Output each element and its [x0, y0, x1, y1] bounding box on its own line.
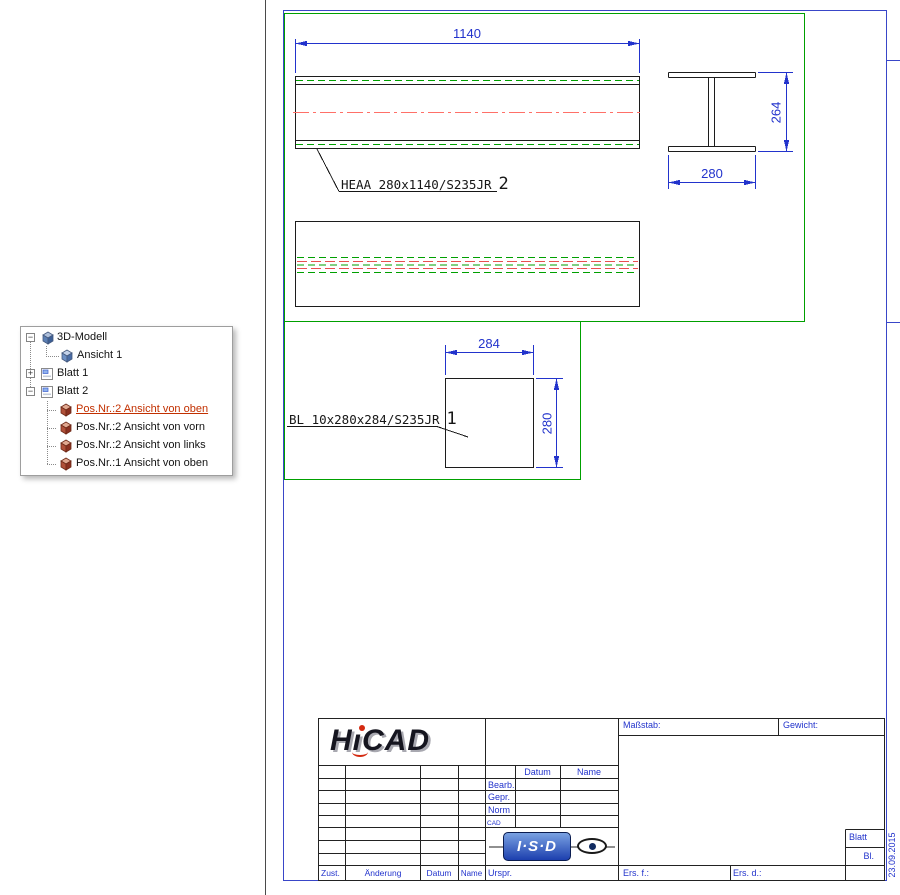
sheet-icon — [40, 385, 54, 399]
zust-label: Zust. — [321, 868, 340, 878]
tree-connector — [47, 446, 56, 447]
tree-connector — [30, 342, 31, 387]
plate-label-leader — [287, 426, 469, 438]
expander-plus[interactable]: + — [26, 368, 35, 378]
model-3d-icon — [40, 331, 54, 345]
tree-item-pos2-oben[interactable]: Pos.Nr.:2 Ansicht von oben — [21, 401, 232, 419]
expander-minus[interactable]: − — [26, 332, 35, 342]
tree-item-pos2-vorn[interactable]: Pos.Nr.:2 Ansicht von vorn — [21, 419, 232, 437]
isd-eye-icon — [577, 838, 607, 854]
arrow-right — [522, 349, 534, 356]
arrow-right — [744, 179, 756, 186]
arrow-left — [295, 40, 307, 47]
bl-label: Bl. — [863, 851, 874, 861]
viewport-plate[interactable] — [284, 321, 581, 480]
arrow-down — [783, 140, 790, 152]
hicad-logo: HıCAD — [330, 721, 480, 765]
tree-item-label[interactable]: Pos.Nr.:2 Ansicht von vorn — [76, 421, 206, 433]
tree-item-label[interactable]: 3D-Modell — [57, 331, 108, 343]
tree-item-label[interactable]: Ansicht 1 — [77, 349, 123, 361]
beam-pos-number: 2 — [498, 174, 509, 194]
arrow-down — [553, 456, 560, 468]
logo-letter-i: ı — [352, 724, 363, 757]
logo-red-dot-icon — [359, 725, 365, 731]
dim-284-lines — [445, 345, 534, 375]
tree-item-3d-modell[interactable]: − 3D-Modell — [21, 329, 232, 347]
tree-connector — [47, 428, 56, 429]
arrow-up — [783, 72, 790, 84]
datum-label: Datum — [426, 868, 452, 878]
dim-beam-length: 1140 — [453, 26, 481, 41]
urspr-label: Urspr. — [488, 868, 513, 878]
section-view — [668, 72, 756, 152]
plate-pos-number: 1 — [446, 409, 457, 429]
dim-264-lines — [758, 72, 793, 152]
arrow-left — [445, 349, 457, 356]
tree-connector — [47, 464, 56, 465]
plate-part-label: BL 10x280x284/S235JR 1 — [289, 409, 457, 429]
part-cube-icon — [58, 439, 72, 453]
part-cube-icon — [58, 403, 72, 417]
bearb-label: Bearb. — [488, 780, 515, 790]
isd-logo-box: I·S·D — [503, 832, 571, 861]
dim-1140-lines — [295, 39, 640, 73]
margin-date: 23.09.2015 — [887, 832, 897, 878]
beam-hidden-lines — [296, 80, 639, 145]
beam-part-label: HEAA 280x1140/S235JR 2 — [341, 174, 509, 194]
plate-view — [445, 378, 534, 468]
datum-header: Datum — [524, 767, 551, 777]
view-cube-icon — [59, 349, 73, 363]
name-label: Name — [460, 869, 483, 878]
ers-f-label: Ers. f.: — [623, 868, 650, 878]
beam-front-hidden-lines — [297, 257, 638, 273]
tree-item-pos2-links[interactable]: Pos.Nr.:2 Ansicht von links — [21, 437, 232, 455]
tree-item-blatt-1[interactable]: + Blatt 1 — [21, 365, 232, 383]
logo-red-swoosh-icon — [352, 747, 368, 757]
tree-connector — [47, 401, 48, 464]
blatt-label: Blatt — [849, 832, 868, 842]
part-cube-icon — [58, 421, 72, 435]
dim-280-section-lines — [668, 155, 756, 189]
titleblock-grid — [318, 718, 885, 881]
tree-item-label[interactable]: Blatt 2 — [57, 385, 89, 397]
tree-connector — [46, 346, 59, 357]
name-header: Name — [576, 767, 601, 777]
tree-item-ansicht-1[interactable]: Ansicht 1 — [21, 347, 232, 365]
dim-plate-width: 284 — [478, 336, 500, 351]
masstab-label: Maßstab: — [623, 720, 661, 730]
dim-plate-height: 280 — [539, 412, 555, 435]
arrow-left — [668, 179, 680, 186]
tree-connector — [47, 410, 56, 411]
tree-item-blatt-2[interactable]: − Blatt 2 — [21, 383, 232, 401]
aenderung-label: Änderung — [364, 868, 402, 878]
norm-label: Norm — [488, 805, 510, 815]
beam-front-view — [295, 221, 640, 307]
isd-logo: I·S·D — [489, 830, 615, 863]
dim-section-width: 280 — [701, 166, 723, 181]
tree-item-label[interactable]: Blatt 1 — [57, 367, 89, 379]
cad-label: CAD — [487, 820, 501, 827]
tree-item-pos1-oben[interactable]: Pos.Nr.:1 Ansicht von oben — [21, 455, 232, 473]
gepr-label: Gepr. — [488, 792, 511, 802]
beam-label-text: HEAA 280x1140/S235JR — [341, 177, 492, 192]
logo-letters-cad: CAD — [362, 724, 431, 757]
expander-minus[interactable]: − — [26, 386, 35, 396]
tree-item-label[interactable]: Pos.Nr.:1 Ansicht von oben — [76, 457, 209, 469]
dim-section-height: 264 — [768, 101, 784, 124]
logo-letter-h: H — [330, 724, 353, 757]
tree-item-label-selected[interactable]: Pos.Nr.:2 Ansicht von oben — [76, 403, 209, 415]
beam-label-leader — [316, 148, 497, 192]
structure-tree-panel: − 3D-Modell Ansicht 1 + Blatt 1 − — [20, 326, 233, 476]
part-cube-icon — [58, 457, 72, 471]
arrow-right — [628, 40, 640, 47]
tree-item-label[interactable]: Pos.Nr.:2 Ansicht von links — [76, 439, 206, 451]
gewicht-label: Gewicht: — [783, 720, 819, 730]
plate-label-text: BL 10x280x284/S235JR — [289, 412, 440, 427]
arrow-up — [553, 378, 560, 390]
sheet-icon — [40, 367, 54, 381]
ers-d-label: Ers. d.: — [733, 868, 762, 878]
dim-280-plate-lines — [536, 378, 563, 468]
